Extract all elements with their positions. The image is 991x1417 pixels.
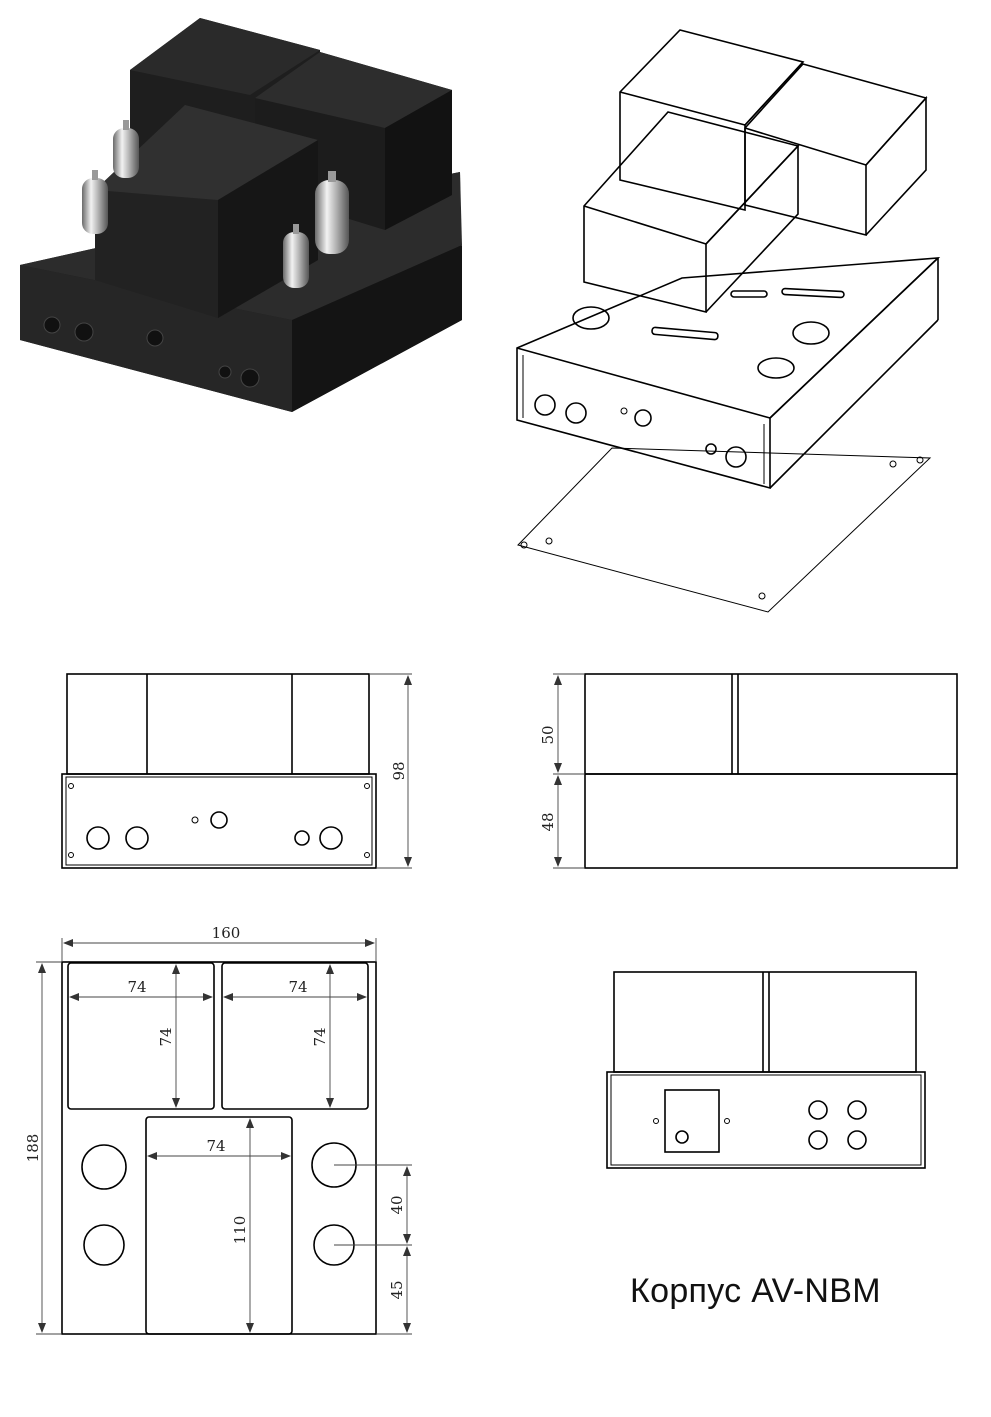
dimension-hole-offset: 45 xyxy=(388,1280,406,1299)
dimension-width: 160 xyxy=(212,924,241,942)
dimension-choke-width: 74 xyxy=(206,1137,225,1155)
side-view: 50 48 xyxy=(539,673,958,869)
dimension-depth: 188 xyxy=(24,1134,42,1163)
exploded-line-view xyxy=(516,29,941,613)
dimension-transformer-right-depth: 74 xyxy=(311,1027,329,1046)
dimension-transformer-left-depth: 74 xyxy=(157,1027,175,1046)
rear-view xyxy=(606,971,926,1169)
top-view: 160 188 74 74 74 74 74 110 40 45 xyxy=(24,924,412,1335)
front-view: 98 xyxy=(61,673,412,869)
dimension-chassis-height: 48 xyxy=(539,812,557,831)
dimension-transformer-right-width: 74 xyxy=(288,978,307,996)
dimension-transformer-left-width: 74 xyxy=(127,978,146,996)
dimension-transformer-height: 50 xyxy=(539,725,557,744)
render-3d-view xyxy=(20,18,462,412)
dimension-choke-depth: 110 xyxy=(231,1216,249,1245)
dimension-height-total: 98 xyxy=(390,761,408,780)
dimension-hole-spacing: 40 xyxy=(388,1195,406,1214)
vacuum-tube-icon xyxy=(82,120,349,288)
drawing-title: Корпус AV-NBM xyxy=(630,1272,881,1310)
